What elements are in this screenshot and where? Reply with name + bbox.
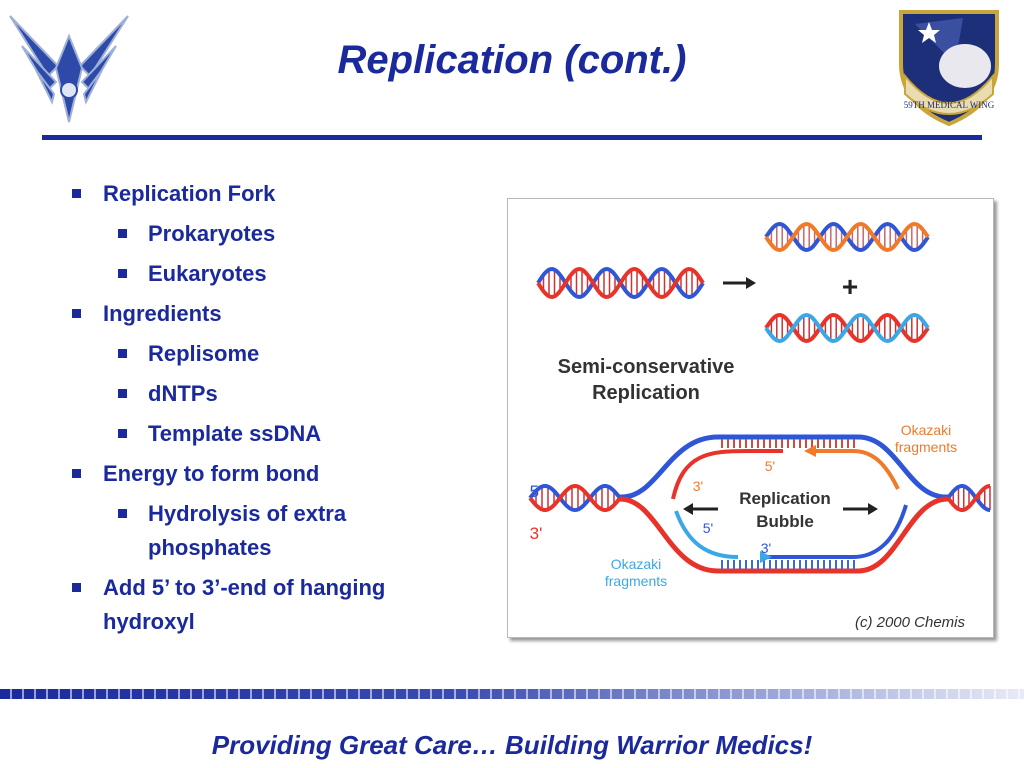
bubble-right-helix [946, 484, 991, 512]
footer-gradient-bar [0, 689, 1024, 699]
top-strand-bases [721, 439, 855, 448]
semi-conservative-label: Semi-conservative [558, 356, 735, 378]
replication-figure: + Semi-conservative Replication [507, 198, 994, 638]
plus-sign: + [842, 271, 858, 302]
replication-diagram: + Semi-conservative Replication [528, 221, 991, 631]
bullet-marker-icon [72, 583, 81, 592]
three-prime-bottom: 3' [761, 540, 771, 556]
footer-slogan: Providing Great Care… Building Warrior M… [211, 730, 813, 760]
bullet-text: Eukaryotes [148, 261, 267, 286]
bullet-marker-icon [72, 309, 81, 318]
bullet-marker-icon [118, 509, 127, 518]
parent-dna-helix [536, 266, 705, 300]
bullet-marker-icon [118, 349, 127, 358]
five-prime-left: 5' [530, 482, 543, 501]
three-prime-left: 3' [530, 524, 543, 543]
bullet-text: phosphates [148, 535, 272, 560]
okazaki-top-label-1: Okazaki [901, 422, 952, 438]
bullet-marker-icon [72, 189, 81, 198]
arrow-right-icon [843, 503, 878, 515]
bullet-text: Prokaryotes [148, 221, 276, 246]
figure-copyright: (c) 2000 Chemis [855, 614, 966, 631]
bullet-text: dNTPs [148, 381, 218, 406]
three-prime-top: 3' [693, 478, 703, 494]
bullet-text: hydroxyl [103, 609, 195, 634]
air-force-wings-icon [9, 15, 129, 123]
bullet-marker-icon [118, 389, 127, 398]
bullet-marker-icon [118, 269, 127, 278]
bullet-text: Ingredients [103, 301, 222, 326]
arrow-left-icon [683, 503, 718, 515]
okazaki-top-label-2: fragments [895, 439, 957, 455]
bullet-marker-icon [118, 229, 127, 238]
slide-title: Replication (cont.) [337, 38, 687, 82]
bubble-label-2: Bubble [756, 512, 814, 531]
daughter-dna-helix-1 [764, 221, 930, 253]
five-prime-bottom: 5' [703, 520, 713, 536]
title-divider [42, 135, 982, 140]
replication-label: Replication [592, 382, 700, 404]
five-prime-top: 5' [765, 458, 775, 474]
bottom-strand-bases [721, 560, 855, 569]
bullet-text: Replisome [148, 341, 260, 366]
arrow-right-icon [723, 277, 756, 289]
daughter-dna-helix-2 [764, 312, 930, 344]
okazaki-bottom-label-1: Okazaki [611, 556, 662, 572]
bullet-text: Energy to form bond [103, 461, 320, 486]
bullet-marker-icon [72, 469, 81, 478]
bullet-text: Add 5’ to 3’-end of hanging [103, 575, 386, 600]
bullet-text: Template ssDNA [148, 421, 322, 446]
replication-bubble [619, 434, 949, 574]
okazaki-bottom-label-2: fragments [605, 573, 667, 589]
bubble-label-1: Replication [739, 489, 831, 508]
59th-medical-wing-shield-icon: 59TH MEDICAL WING [899, 10, 999, 127]
bullet-text: Hydrolysis of extra [148, 501, 347, 526]
bubble-left-helix [528, 483, 622, 513]
shield-motto: 59TH MEDICAL WING [904, 100, 995, 110]
bullet-text: Replication Fork [103, 181, 276, 206]
bullet-marker-icon [118, 429, 127, 438]
